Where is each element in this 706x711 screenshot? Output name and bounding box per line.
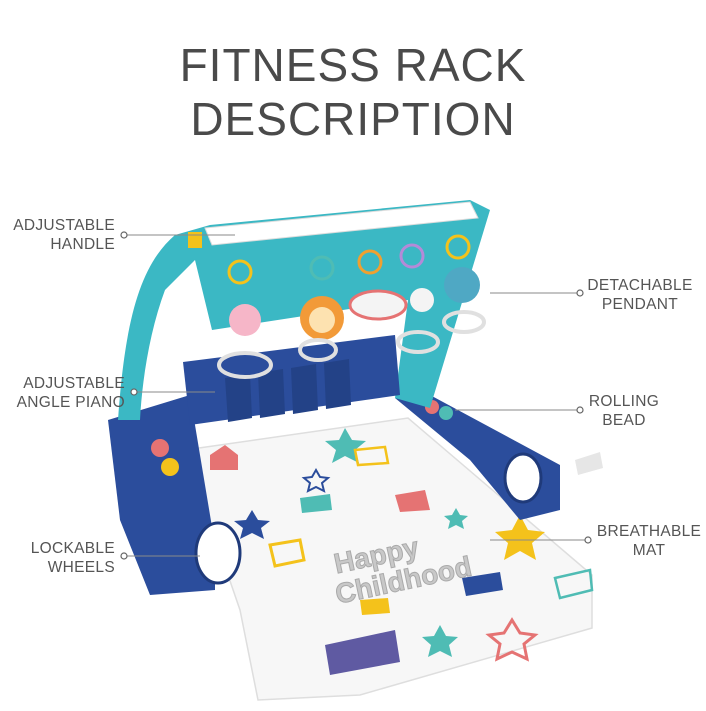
callout-pendant-line1: DETACHABLE: [587, 277, 693, 294]
callout-mat-line2: MAT: [632, 542, 666, 559]
hanging-toys: [217, 234, 486, 379]
callout-rolling-bead: ROLLING BEAD: [584, 392, 664, 430]
callout-adjustable-handle: ADJUSTABLE HANDLE: [10, 216, 115, 254]
callout-wheels-line2: WHEELS: [47, 559, 115, 576]
callout-leaders: [120, 231, 592, 560]
callout-pendant-line2: PENDANT: [601, 296, 679, 313]
callout-piano-line1: ADJUSTABLE: [23, 375, 125, 392]
page-title-line1: FITNESS RACK: [179, 39, 527, 91]
callout-handle-line2: HANDLE: [50, 236, 115, 253]
callout-adjustable-angle-piano: ADJUSTABLE ANGLE PIANO: [5, 374, 125, 412]
page-title-line2: DESCRIPTION: [190, 93, 516, 145]
callout-wheels-line1: LOCKABLE: [30, 540, 115, 557]
callout-detachable-pendant: DETACHABLE PENDANT: [584, 276, 696, 314]
callout-bead-line2: BEAD: [602, 412, 646, 429]
callout-lockable-wheels: LOCKABLE WHEELS: [10, 539, 115, 577]
callout-piano-line2: ANGLE PIANO: [16, 394, 125, 411]
piano-panel: [183, 335, 400, 425]
callout-breathable-mat: BREATHABLE MAT: [596, 522, 702, 560]
callout-handle-line1: ADJUSTABLE: [13, 217, 115, 234]
callout-mat-line1: BREATHABLE: [596, 523, 702, 540]
base-frame: [108, 395, 560, 595]
play-mat: [183, 417, 603, 701]
callout-bead-line1: ROLLING: [588, 393, 660, 410]
